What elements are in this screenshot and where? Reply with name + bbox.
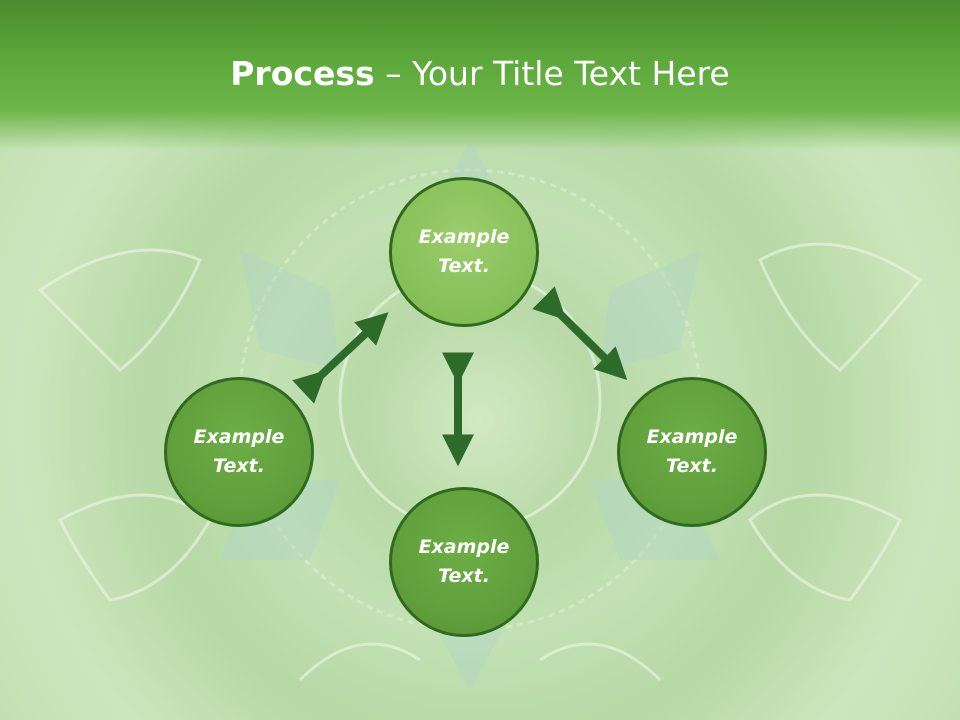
title-rest: – Your Title Text Here: [374, 54, 730, 93]
node-top: Example Text.: [389, 177, 539, 327]
node-top-label: Example Text.: [418, 226, 510, 277]
node-right-label: Example Text.: [646, 426, 738, 477]
title-bar: [0, 0, 960, 150]
title-bold: Process: [230, 54, 375, 93]
arrow-right-top: [532, 286, 628, 381]
slide-title: Process – Your Title Text Here: [0, 52, 960, 96]
node-bottom-label: Example Text.: [418, 536, 510, 587]
node-right: Example Text.: [617, 377, 767, 527]
node-left-label: Example Text.: [193, 426, 285, 477]
node-left: Example Text.: [164, 377, 314, 527]
arrow-left-top: [292, 312, 389, 404]
node-bottom: Example Text.: [389, 487, 539, 637]
